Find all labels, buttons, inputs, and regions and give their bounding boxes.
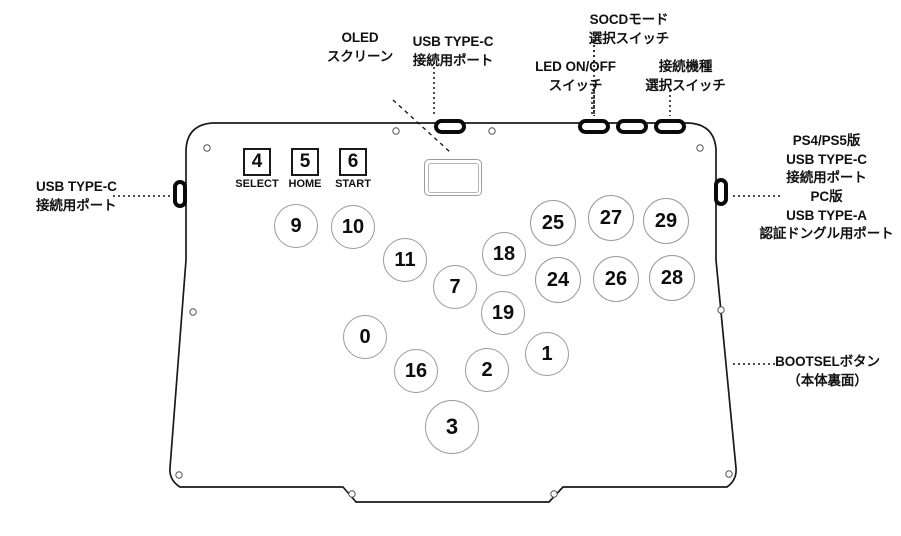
screw-hole xyxy=(348,490,356,498)
callout-led-on-off-switch: LED ON/OFF スイッチ xyxy=(535,59,616,93)
callout-socd-mode-switch: SOCDモード 選択スイッチ xyxy=(588,12,670,46)
round-button-16[interactable]: 16 xyxy=(394,349,438,393)
screw-hole xyxy=(189,308,197,316)
screw-hole xyxy=(392,127,400,135)
round-button-25[interactable]: 25 xyxy=(530,200,576,246)
switch-socd-mode[interactable] xyxy=(616,119,648,134)
round-button-19[interactable]: 19 xyxy=(481,291,525,335)
screw-hole xyxy=(175,471,183,479)
screw-hole xyxy=(696,144,704,152)
round-button-24[interactable]: 24 xyxy=(535,257,581,303)
round-button-26[interactable]: 26 xyxy=(593,256,639,302)
callout-usb-type-c-top: USB TYPE-C 接続用ポート xyxy=(412,34,494,68)
square-button-select[interactable]: 4 xyxy=(243,148,271,176)
round-button-1[interactable]: 1 xyxy=(525,332,569,376)
callout-oled-screen: OLED スクリーン xyxy=(326,30,394,64)
screw-hole xyxy=(488,127,496,135)
leader-oled xyxy=(392,99,451,153)
round-button-18[interactable]: 18 xyxy=(482,232,526,276)
leader-lines xyxy=(113,40,782,365)
round-button-10[interactable]: 10 xyxy=(331,205,375,249)
round-button-0[interactable]: 0 xyxy=(343,315,387,359)
screw-hole xyxy=(725,470,733,478)
round-button-11[interactable]: 11 xyxy=(383,238,427,282)
round-button-2[interactable]: 2 xyxy=(465,348,509,392)
screw-hole xyxy=(550,490,558,498)
square-button-label-select: SELECT xyxy=(235,178,279,190)
switch-device-select[interactable] xyxy=(654,119,686,134)
round-button-27[interactable]: 27 xyxy=(588,195,634,241)
port-left-usb-c[interactable] xyxy=(173,180,187,208)
round-button-28[interactable]: 28 xyxy=(649,255,695,301)
round-button-7[interactable]: 7 xyxy=(433,265,477,309)
square-button-label-home: HOME xyxy=(288,178,322,190)
screw-hole xyxy=(717,306,725,314)
square-button-home[interactable]: 5 xyxy=(291,148,319,176)
callout-right-ports: PS4/PS5版 USB TYPE-C 接続用ポート PC版 USB TYPE-… xyxy=(759,133,894,242)
oled-screen-inner xyxy=(427,162,479,193)
callout-usb-type-c-left: USB TYPE-C 接続用ポート xyxy=(36,179,117,213)
round-button-29[interactable]: 29 xyxy=(643,198,689,244)
port-right-usb[interactable] xyxy=(714,178,728,206)
round-button-3[interactable]: 3 xyxy=(425,400,479,454)
callout-bootsel-button: BOOTSELボタン （本体裏面） xyxy=(775,354,880,388)
callout-device-select-switch: 接続機種 選択スイッチ xyxy=(645,59,726,93)
oled-screen xyxy=(424,159,482,196)
screw-holes xyxy=(175,127,733,498)
square-button-label-start: START xyxy=(335,178,371,190)
switch-usb-type-c-top-port[interactable] xyxy=(434,119,466,134)
square-button-start[interactable]: 6 xyxy=(339,148,367,176)
switch-led-on-off[interactable] xyxy=(578,119,610,134)
screw-hole xyxy=(203,144,211,152)
round-button-9[interactable]: 9 xyxy=(274,204,318,248)
